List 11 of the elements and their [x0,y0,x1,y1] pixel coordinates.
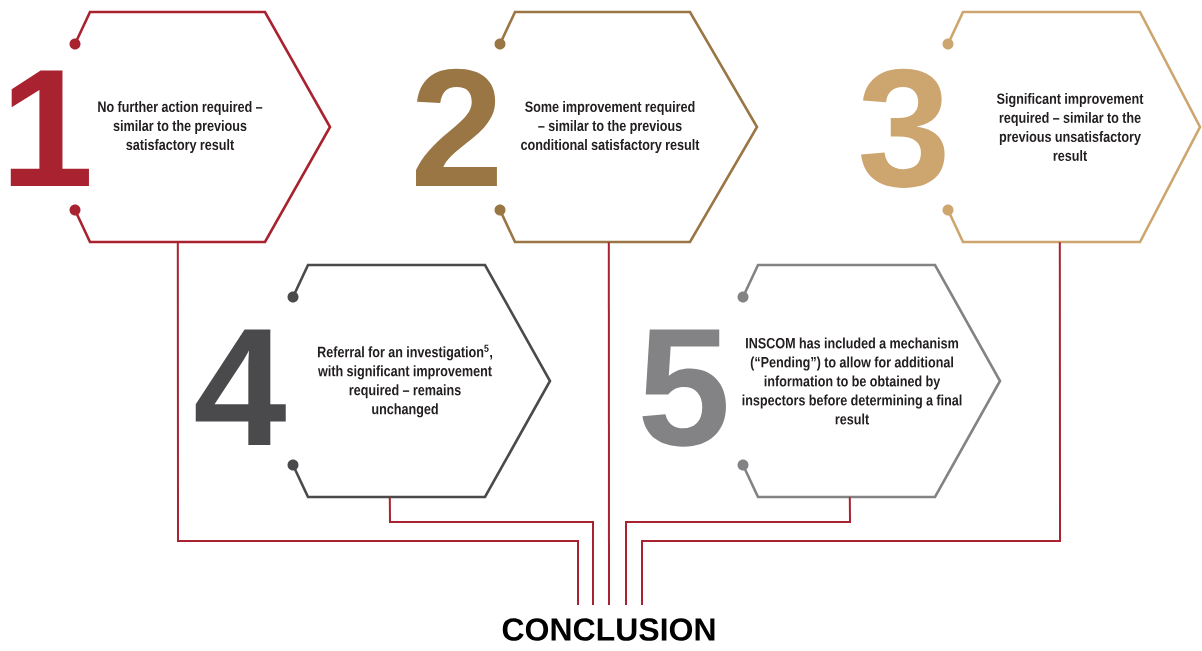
hexagon-box: Referral for an investigation$^{5}$, with significant improvement required – remains unchanged [287,263,552,499]
step-number: 5 [642,329,726,447]
conclusion-heading: CONCLUSION [502,618,715,641]
hexagon-box: INSCOM has included a mechanism (“Pending”) to allow for additional information to be obtained by inspectors before determining a final result [737,263,1002,499]
connector-line [625,496,851,606]
step-number: 4 [195,329,286,445]
connector-line [388,496,594,606]
step-number: 3 [861,68,945,188]
connector-line [607,241,610,606]
connector-line [176,241,579,606]
connector-line [641,241,1061,606]
